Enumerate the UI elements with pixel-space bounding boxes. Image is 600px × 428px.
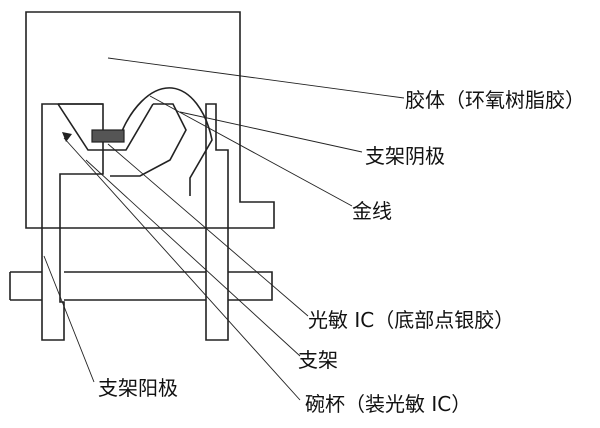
cup-arrow-icon [62,132,72,142]
label-cathode: 支架阴极 [365,144,445,168]
reflector-cup [57,103,154,151]
label-anode: 支架阳极 [98,376,178,400]
cathode-lead [205,103,229,341]
anode-lead [41,103,104,341]
leader-colloid [107,57,405,99]
leader-photo-ic [107,143,309,317]
bracket-bar [10,271,273,301]
gold-wire [119,87,213,196]
leader-gold-wire [149,95,353,207]
label-gold-wire: 金线 [352,199,392,223]
leader-bracket [85,159,301,357]
label-photo-ic: 光敏 IC（底部点银胶） [308,308,515,332]
cathode-inner [110,103,187,177]
label-cup: 碗杯（装光敏 IC） [305,392,472,416]
epoxy-body-outline [25,11,275,229]
leader-cup [63,137,301,401]
leader-cathode [179,111,363,153]
photo-ic-chip [91,129,125,143]
leader-anode [43,255,95,383]
label-colloid: 胶体（环氧树脂胶） [405,88,585,112]
label-bracket: 支架 [298,348,338,372]
